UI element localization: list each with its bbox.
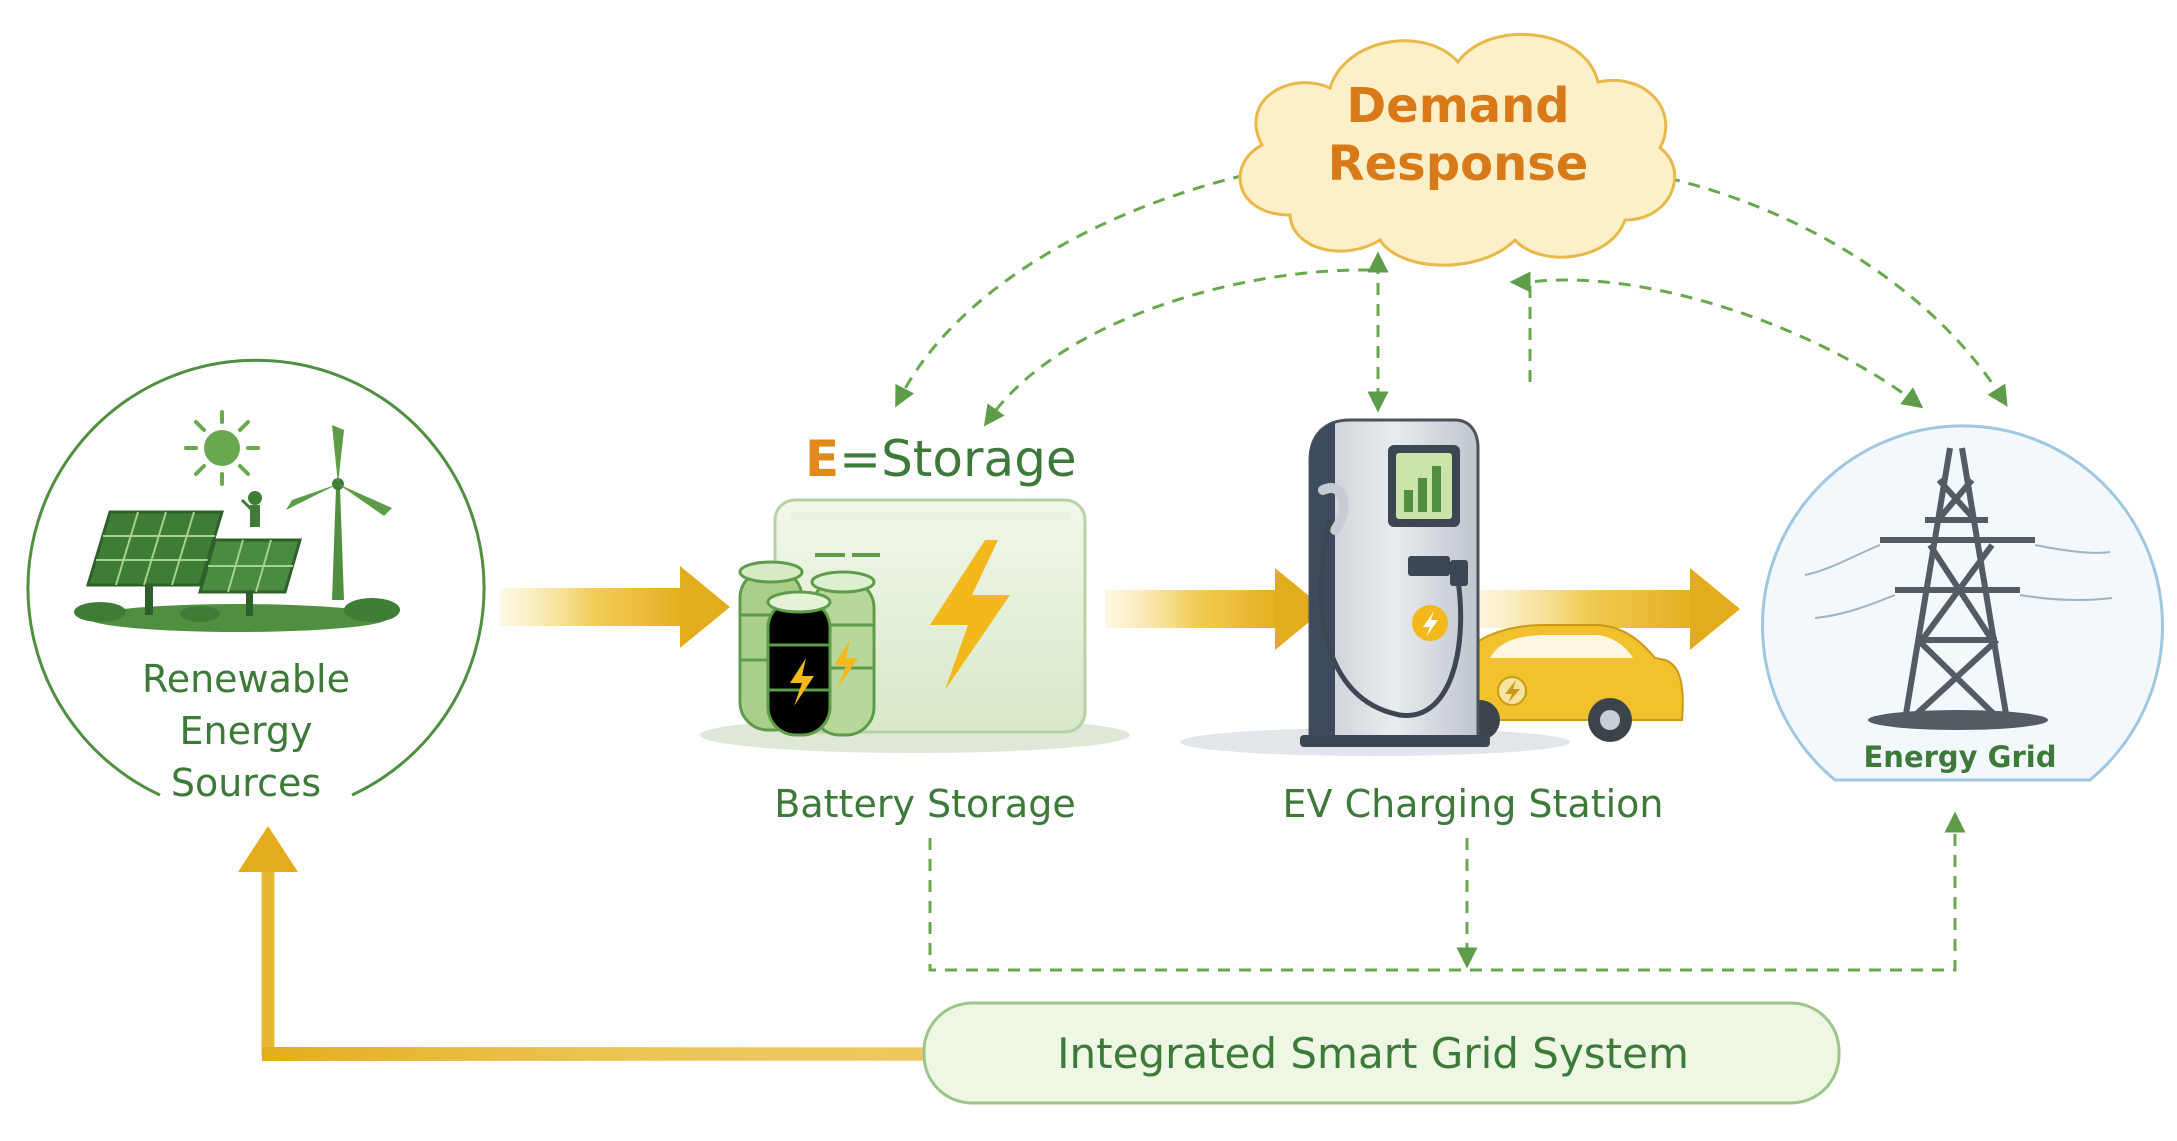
smart-grid-pill [922,1001,1841,1105]
renewable-circle-outline [26,358,486,797]
renewable-label-line2: Energy [179,709,312,753]
arrow-ev-to-grid [1470,568,1740,650]
battery-cell-icon-3 [766,590,832,737]
grid-circle [1761,424,2164,782]
storage-heading-prefix: E [805,430,839,488]
demand-response-cloud: Demand Response [1238,32,1677,267]
smart-grid-label: Integrated Smart Grid System [1057,1029,1689,1078]
charging-station-icon [1300,418,1490,747]
flow-battery-down [928,811,1966,972]
renewable-label-line3: Sources [171,761,321,805]
demand-response-line1: Demand [1346,78,1569,134]
ground [88,604,388,632]
flow-ev-to-demand [1528,278,1924,409]
storage-heading-eq: = [839,430,881,488]
ev-charging-label: EV Charging Station [1282,782,1663,826]
car-icon [1454,624,1684,742]
energy-grid-label: Energy Grid [1864,740,2057,774]
renewable-label-line1: Renewable [142,657,350,701]
battery-box-highlight [790,512,1070,520]
solar-panel-icon [85,510,302,616]
tower-base [1868,710,2048,730]
energy-grid-node: Energy Grid [1761,424,2164,782]
smart-grid-system-node: Integrated Smart Grid System [922,1001,1841,1105]
renewable-energy-node: Renewable Energy Sources [26,358,486,805]
sun-icon [184,410,260,486]
smart-grid-flows [928,811,1966,972]
storage-heading: E=Storage [805,430,1077,488]
flow-demand-to-storage-outer [895,173,1246,408]
battery-storage-label: Battery Storage [774,782,1075,826]
demand-response-line2: Response [1328,136,1589,192]
ev-charging-node: EV Charging Station [1180,418,1684,826]
demand-flows [895,173,2008,427]
arrow-renewable-to-battery [500,566,730,648]
cloud-icon [1238,32,1677,267]
power-lines [1804,544,2113,619]
flow-demand-to-grid-outer [1667,176,2008,407]
transmission-tower-icon [1880,447,2035,723]
energy-flow-arrows [238,566,1740,1061]
arrow-smart-grid-to-renewable [238,826,932,1061]
storage-heading-word: Storage [881,430,1077,488]
bushes [74,598,400,622]
wind-turbine-icon [286,425,392,600]
battery-storage-node: E=Storage Battery Storage [700,430,1130,826]
lightning-icon [930,540,1010,690]
technician-figure [240,491,262,527]
arrow-battery-to-ev [1105,568,1325,650]
flow-ev-to-storage [983,268,1371,427]
